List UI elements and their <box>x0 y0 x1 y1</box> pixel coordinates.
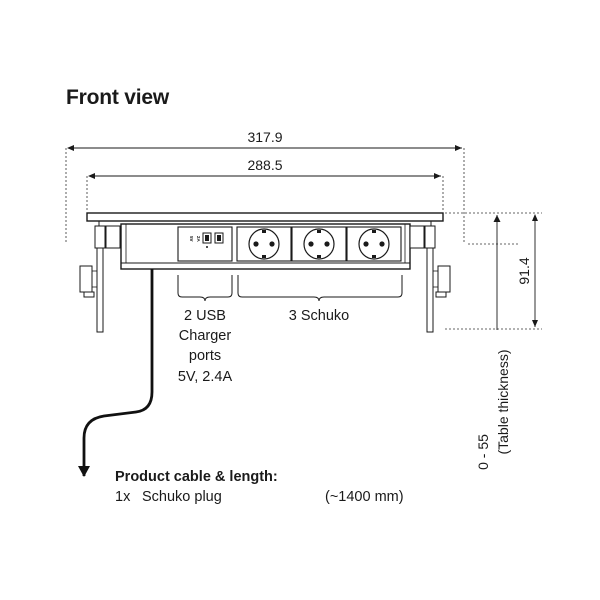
table-thickness-range: 0 - 55 <box>475 434 491 470</box>
outer-width-value: 317.9 <box>247 129 282 145</box>
schuko-socket <box>236 226 292 262</box>
table-thickness-note: (Table thickness) <box>495 349 511 454</box>
usb-label-line-1: 2 USB <box>184 308 226 324</box>
schuko-socket <box>291 226 347 262</box>
schuko-socket <box>346 226 402 262</box>
usb-module-text-a: 5V <box>189 236 194 242</box>
usb-label-line-2: Charger <box>179 328 232 344</box>
schuko-label: 3 Schuko <box>289 308 349 324</box>
usb-charger-module: 5V 2A <box>177 226 233 262</box>
cable-heading: Product cable & length: <box>115 469 278 485</box>
left-clamp <box>79 225 121 333</box>
usb-label-line-3: ports <box>189 348 221 364</box>
power-socket-unit: 5V 2A <box>79 212 451 333</box>
schuko-bracket <box>237 275 403 302</box>
height-value: 91.4 <box>516 257 532 284</box>
usb-bracket <box>177 275 233 302</box>
right-clamp <box>409 225 451 333</box>
cable-length: (~1400 mm) <box>325 489 404 505</box>
cable-quantity: 1x <box>115 489 131 505</box>
dimension-height: 91.4 <box>445 212 542 330</box>
dimension-inner-width: 288.5 <box>86 157 444 212</box>
usb-label-line-4: 5V, 2.4A <box>178 369 233 385</box>
dimension-outer-width: 317.9 <box>65 129 465 244</box>
inner-width-value: 288.5 <box>247 157 282 173</box>
usb-module-text-b: 2A <box>196 236 201 243</box>
cable-plug: Schuko plug <box>142 489 222 505</box>
page-title: Front view <box>66 86 170 109</box>
power-cable <box>78 269 154 477</box>
dimension-table-thickness: 0 - 55 (Table thickness) <box>468 215 518 470</box>
